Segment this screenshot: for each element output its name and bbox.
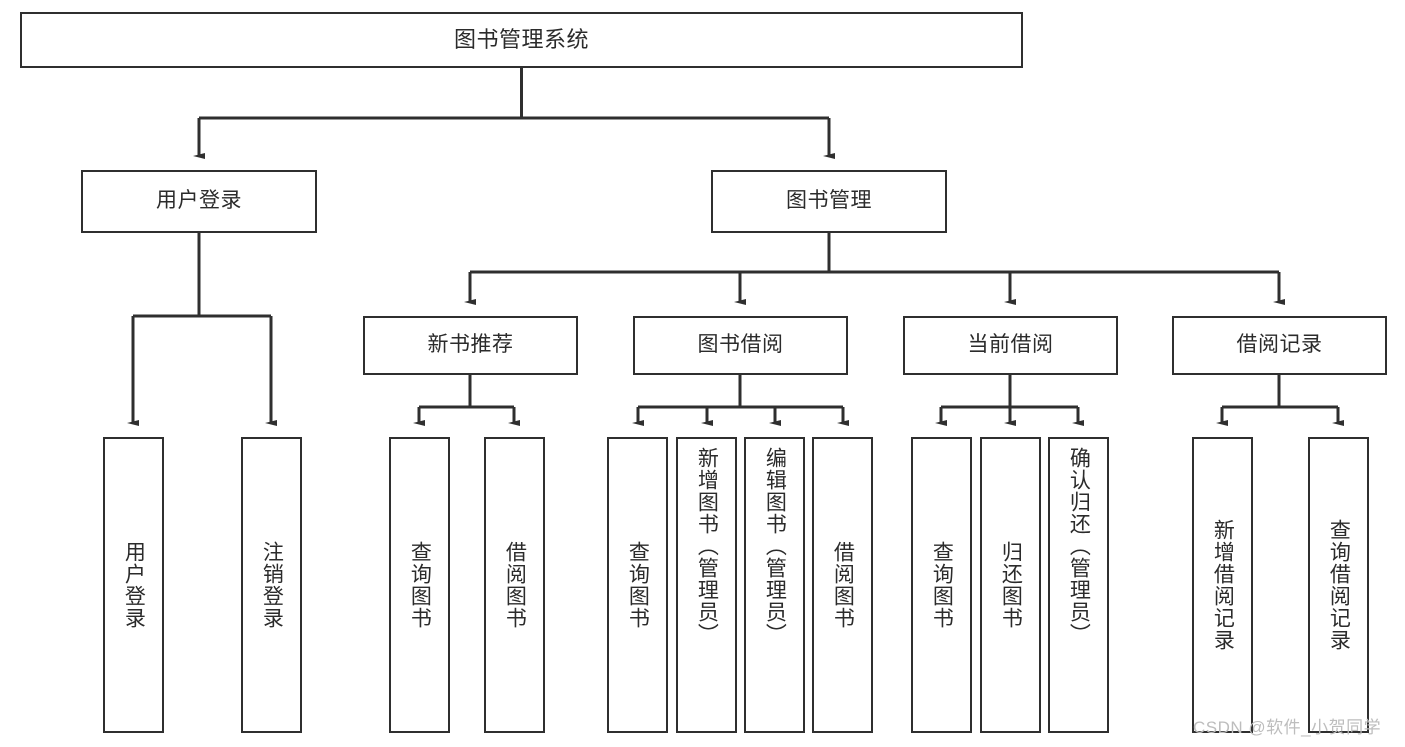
node-leaf-edit-book-admin[interactable]: 编辑图书（管理员） [744,437,805,733]
watermark-text: CSDN @软件_小贺同学 [1193,718,1382,737]
node-label: 新增借阅记录 [1211,519,1235,651]
node-leaf-query-book-current[interactable]: 查询图书 [911,437,972,733]
node-leaf-query-book-borrow[interactable]: 查询图书 [607,437,668,733]
node-label: 归还图书 [999,541,1023,629]
node-leaf-logout[interactable]: 注销登录 [241,437,302,733]
node-label: 借阅图书 [503,541,527,629]
node-label: 查询图书 [930,541,954,629]
node-label: 借阅图书 [831,541,855,629]
node-label: 图书借阅 [697,333,784,357]
node-label: 新增图书（管理员） [695,447,719,645]
node-label: 借阅记录 [1236,333,1323,357]
node-label: 确认归还（管理员） [1067,447,1091,645]
node-user-login[interactable]: 用户登录 [81,170,317,233]
node-label: 新书推荐 [427,333,514,357]
node-new-book-recommend[interactable]: 新书推荐 [363,316,578,375]
node-label: 图书管理系统 [453,27,589,53]
node-label: 用户登录 [156,189,242,213]
node-leaf-confirm-return-admin[interactable]: 确认归还（管理员） [1048,437,1109,733]
node-label: 用户登录 [122,541,146,629]
node-root-book-management-system[interactable]: 图书管理系统 [20,12,1023,68]
node-leaf-add-book-admin[interactable]: 新增图书（管理员） [676,437,737,733]
node-book-management[interactable]: 图书管理 [711,170,947,233]
node-label: 编辑图书（管理员） [763,447,787,645]
node-leaf-add-borrow-record[interactable]: 新增借阅记录 [1192,437,1253,733]
node-borrow-record[interactable]: 借阅记录 [1172,316,1387,375]
node-label: 图书管理 [786,189,872,213]
node-leaf-query-borrow-record[interactable]: 查询借阅记录 [1308,437,1369,733]
node-label: 查询图书 [626,541,650,629]
node-label: 查询借阅记录 [1327,519,1351,651]
node-current-borrow[interactable]: 当前借阅 [903,316,1118,375]
node-leaf-user-login[interactable]: 用户登录 [103,437,164,733]
node-label: 当前借阅 [967,333,1054,357]
node-label: 注销登录 [260,541,284,629]
node-leaf-borrow-book[interactable]: 借阅图书 [812,437,873,733]
node-leaf-borrow-book-new[interactable]: 借阅图书 [484,437,545,733]
node-leaf-return-book[interactable]: 归还图书 [980,437,1041,733]
node-label: 查询图书 [408,541,432,629]
node-leaf-query-book-new[interactable]: 查询图书 [389,437,450,733]
node-book-borrow[interactable]: 图书借阅 [633,316,848,375]
